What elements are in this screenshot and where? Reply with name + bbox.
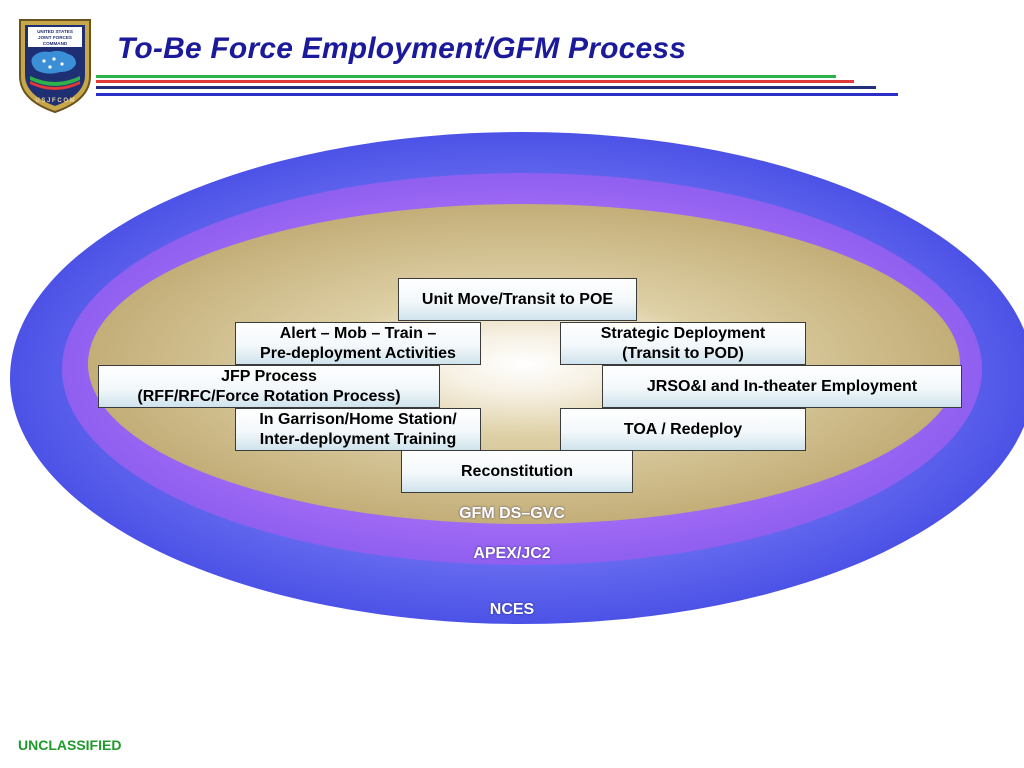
step-jfp-process: JFP Process (RFF/RFC/Force Rotation Proc…: [98, 365, 440, 408]
step-strategic-deployment: Strategic Deployment (Transit to POD): [560, 322, 806, 365]
step-in-garrison: In Garrison/Home Station/ Inter-deployme…: [235, 408, 481, 451]
classification-marking: UNCLASSIFIED: [18, 737, 122, 753]
title-underline-red: [96, 80, 854, 83]
process-diagram: Unit Move/Transit to POE Alert – Mob – T…: [0, 128, 1024, 638]
title-underline-navy: [96, 86, 876, 89]
ring-label-gfm-ds-gvc: GFM DS–GVC: [459, 505, 565, 522]
svg-text:UNITED STATES: UNITED STATES: [37, 29, 73, 34]
step-alert-mob-train: Alert – Mob – Train – Pre-deployment Act…: [235, 322, 481, 365]
step-reconstitution: Reconstitution: [401, 450, 633, 493]
ring-label-apex-jc2: APEX/JC2: [473, 545, 551, 562]
page-title: To-Be Force Employment/GFM Process: [117, 32, 687, 65]
svg-text:JOINT FORCES: JOINT FORCES: [38, 35, 72, 40]
title-underline-blue: [96, 93, 898, 96]
svg-text:U S J F C O M: U S J F C O M: [35, 98, 74, 104]
usjfcom-seal-logo: UNITED STATES JOINT FORCES COMMAND U S J…: [16, 14, 94, 114]
step-toa-redeploy: TOA / Redeploy: [560, 408, 806, 451]
title-underline-green: [96, 75, 836, 78]
step-jrsoi: JRSO&I and In-theater Employment: [602, 365, 962, 408]
step-unit-move: Unit Move/Transit to POE: [398, 278, 637, 321]
svg-text:COMMAND: COMMAND: [43, 41, 68, 46]
ring-label-nces: NCES: [489, 601, 535, 618]
